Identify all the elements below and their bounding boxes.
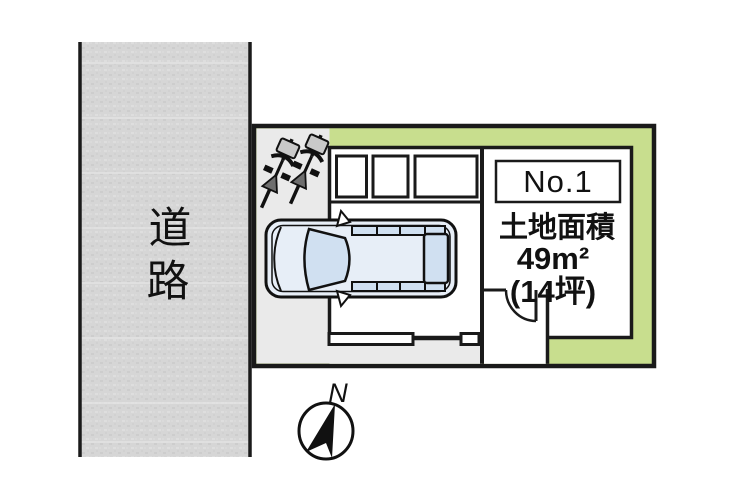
north-arrow-icon: N xyxy=(297,378,355,461)
area-title: 土地面積 xyxy=(499,211,615,244)
area-tsubo: (14坪) xyxy=(510,274,596,309)
car-mirror-top xyxy=(335,208,352,228)
car-mirror-bottom xyxy=(335,289,352,309)
porch-step-small xyxy=(459,332,481,346)
car-side-windows-bottom xyxy=(351,281,446,292)
lot-label-block: No.1 土地面積 49m² (14坪) xyxy=(494,159,622,309)
road-label-char1: 道 xyxy=(149,205,192,253)
road-joint-lines xyxy=(81,62,249,443)
entrance-door xyxy=(484,288,538,323)
car-windshield xyxy=(303,227,351,292)
car-rear-window xyxy=(422,232,450,285)
window-1 xyxy=(335,154,368,199)
window-2 xyxy=(371,154,410,199)
area-sqm: 49m² xyxy=(517,241,589,276)
car-icon xyxy=(264,208,458,309)
north-label: N xyxy=(328,378,348,408)
window-3 xyxy=(413,154,479,199)
plot-area: No.1 土地面積 49m² (14坪) xyxy=(246,123,657,369)
road-area: 道 路 xyxy=(78,42,252,457)
car-side-windows-top xyxy=(351,225,446,236)
lot-number-box xyxy=(494,159,622,204)
porch-step xyxy=(327,332,415,346)
lot-number: No.1 xyxy=(523,164,592,199)
road-surface xyxy=(80,42,250,457)
road-label-char2: 路 xyxy=(147,258,190,306)
